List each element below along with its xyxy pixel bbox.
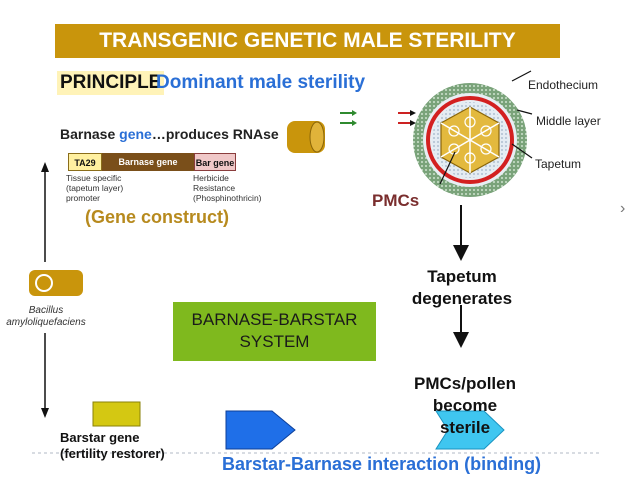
bacillus-label: Bacillus amyloliquefaciens	[6, 305, 86, 328]
pmcs-pollen-sterile: PMCs/pollen become sterile	[413, 374, 516, 437]
tapetum-leader	[511, 143, 533, 159]
anther-cross-section	[413, 83, 527, 197]
principle-text: Dominant male sterility	[156, 72, 366, 93]
red-arrows	[398, 110, 416, 126]
interaction-caption: Barstar-Barnase interaction (binding)	[222, 454, 542, 474]
slide-title: TRANSGENIC GENETIC MALE STERILITY	[55, 24, 560, 58]
construct-segment-barnase: Barnase gene	[102, 153, 194, 171]
barnase-gene-word: gene	[119, 126, 152, 142]
capsule-end	[309, 121, 325, 153]
middle-layer-leader	[516, 109, 533, 115]
label-tapetum: Tapetum	[535, 157, 582, 171]
green-arrows	[340, 110, 357, 126]
pmcs-label: PMCs	[372, 191, 420, 210]
barnase-barstar-system-box: BARNASE-BARSTAR SYSTEM	[173, 302, 376, 361]
barnase-gene-line: Barnase gene…produces RNAse	[60, 126, 279, 142]
tapetum-degenerates: Tapetum degenerates	[411, 267, 513, 308]
bacillus-capsule	[29, 270, 83, 296]
barnase-suffix: …produces RNAse	[151, 126, 279, 142]
barstar-pentagon	[435, 410, 505, 450]
barnase-prefix: Barnase	[60, 126, 120, 142]
construct-segment-ta29: TA29	[68, 153, 102, 171]
promoter-note: Tissue specific (tapetum layer) promoter	[66, 173, 124, 203]
barstar-gene-label: Barstar gene (fertility restorer)	[60, 430, 165, 461]
construct-segment-bar: Bar gene	[194, 153, 236, 171]
next-slide-chevron[interactable]: ›	[620, 200, 626, 217]
label-endothecium: Endothecium	[528, 78, 599, 92]
endothecium-leader	[511, 70, 532, 82]
herbicide-note: Herbicide Resistance (Phosphinothricin)	[193, 173, 262, 203]
barstar-box	[92, 401, 141, 427]
gene-construct-bar: TA29 Barnase gene Bar gene	[68, 153, 236, 171]
label-middle-layer: Middle layer	[536, 114, 601, 128]
pmcs-leader	[439, 151, 456, 185]
principle-label: PRINCIPLE	[57, 71, 165, 95]
gene-construct-label: (Gene construct)	[85, 207, 230, 227]
barnase-pentagon	[225, 410, 296, 450]
